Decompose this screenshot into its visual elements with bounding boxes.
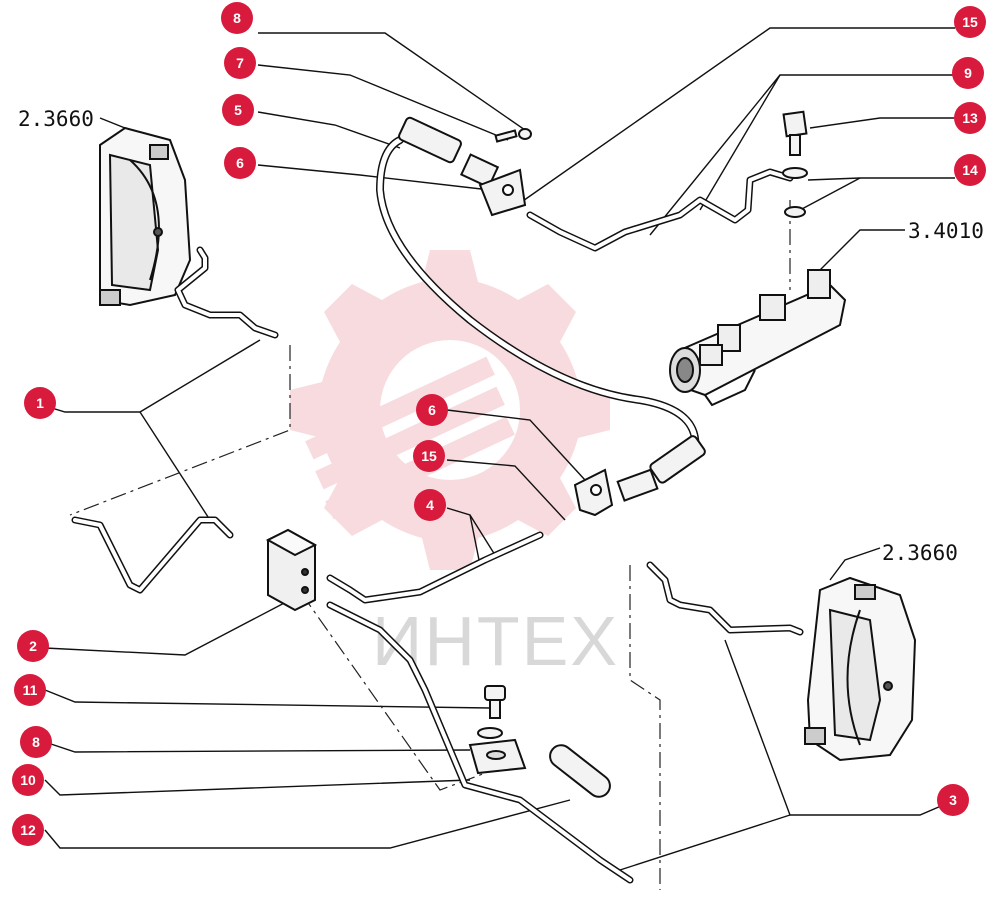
callout-15-top[interactable]: 15 bbox=[954, 6, 986, 38]
callout-2[interactable]: 2 bbox=[17, 630, 49, 662]
brake-pipes bbox=[71, 136, 804, 884]
reference-labels: 2.3660 2.3660 3.4010 bbox=[18, 107, 984, 565]
tee-connector bbox=[265, 528, 318, 612]
svg-text:1: 1 bbox=[36, 395, 44, 411]
svg-text:10: 10 bbox=[20, 772, 36, 788]
svg-text:4: 4 bbox=[426, 497, 434, 513]
callout-4[interactable]: 4 bbox=[414, 489, 446, 521]
master-cylinder bbox=[669, 269, 847, 407]
svg-text:7: 7 bbox=[236, 55, 244, 71]
svg-text:2: 2 bbox=[29, 638, 37, 654]
hose-fittings bbox=[398, 116, 706, 517]
ref-label-caliper-left: 2.3660 bbox=[18, 107, 94, 131]
svg-text:8: 8 bbox=[32, 734, 40, 750]
callout-7[interactable]: 7 bbox=[224, 47, 256, 79]
svg-text:3: 3 bbox=[949, 792, 957, 808]
callout-10[interactable]: 10 bbox=[12, 764, 44, 796]
callout-6-top[interactable]: 6 bbox=[224, 147, 256, 179]
callout-8-top[interactable]: 8 bbox=[221, 2, 253, 34]
callout-12[interactable]: 12 bbox=[12, 814, 44, 846]
ref-label-master-cylinder: 3.4010 bbox=[908, 219, 984, 243]
svg-text:15: 15 bbox=[962, 14, 978, 30]
caliper-left bbox=[99, 126, 192, 307]
callout-8-bottom[interactable]: 8 bbox=[20, 726, 52, 758]
small-parts bbox=[468, 110, 808, 798]
callout-14[interactable]: 14 bbox=[954, 154, 986, 186]
callouts: 8 15 7 9 5 13 6 14 bbox=[12, 2, 986, 846]
svg-text:14: 14 bbox=[962, 162, 978, 178]
svg-text:6: 6 bbox=[428, 402, 436, 418]
svg-text:12: 12 bbox=[20, 822, 36, 838]
svg-text:8: 8 bbox=[233, 10, 241, 26]
leader-lines bbox=[41, 27, 956, 871]
svg-text:11: 11 bbox=[23, 682, 38, 698]
callout-3[interactable]: 3 bbox=[937, 784, 969, 816]
svg-text:9: 9 bbox=[964, 65, 972, 81]
callout-5[interactable]: 5 bbox=[222, 94, 254, 126]
callout-9[interactable]: 9 bbox=[952, 57, 984, 89]
watermark-text: ИНТЕХ bbox=[372, 602, 619, 680]
caliper-right bbox=[804, 576, 917, 762]
svg-text:15: 15 bbox=[421, 448, 437, 464]
svg-text:13: 13 bbox=[962, 110, 978, 126]
callout-6-mid[interactable]: 6 bbox=[416, 394, 448, 426]
callout-15-mid[interactable]: 15 bbox=[413, 440, 445, 472]
svg-text:5: 5 bbox=[234, 102, 242, 118]
callout-1[interactable]: 1 bbox=[24, 387, 56, 419]
callout-11[interactable]: 11 bbox=[14, 674, 46, 706]
svg-text:6: 6 bbox=[236, 155, 244, 171]
callout-13[interactable]: 13 bbox=[954, 102, 986, 134]
ref-label-caliper-right: 2.3660 bbox=[882, 541, 958, 565]
